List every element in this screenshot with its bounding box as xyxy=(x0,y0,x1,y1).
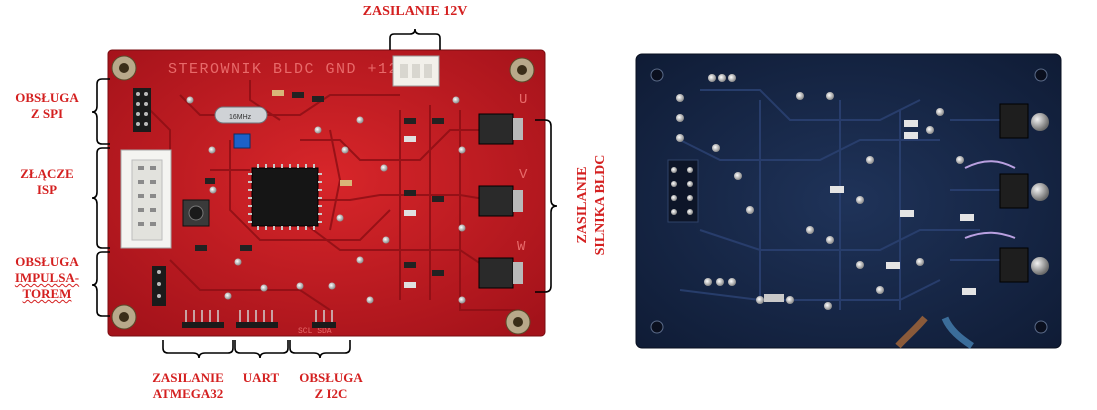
power-connector-12v xyxy=(392,55,440,87)
back-wires xyxy=(895,315,974,349)
silkscreen-title: STEROWNIK BLDC GND +12 xyxy=(168,61,399,78)
label-zasilanie-12v: ZASILANIE 12V xyxy=(362,4,468,19)
bottom-pin-headers xyxy=(182,310,336,328)
back-transistors xyxy=(964,103,1049,283)
impulse-header xyxy=(152,266,166,306)
back-solder-joints xyxy=(671,74,964,310)
front-vias xyxy=(186,96,466,304)
svg-text:16MHz: 16MHz xyxy=(229,114,252,121)
label-uart: UART xyxy=(242,370,280,385)
back-smd-components xyxy=(764,120,976,302)
label-obsluga-impulsatorem: OBSŁUGA IMPULSA- TOREM xyxy=(14,254,80,301)
blue-jumper xyxy=(233,133,251,149)
isp-connector xyxy=(120,149,172,249)
reset-button-component xyxy=(182,199,210,227)
label-zlacze-isp: ZŁĄCZE ISP xyxy=(20,166,74,197)
crystal-oscillator: 16MHz xyxy=(214,106,268,124)
power-transistors xyxy=(478,113,523,289)
silkscreen-w: W xyxy=(517,239,526,255)
mounting-holes xyxy=(111,55,535,335)
spi-header xyxy=(133,88,151,132)
label-obsluga-spi: OBSŁUGA Z SPI xyxy=(15,90,79,121)
smd-components xyxy=(195,90,444,288)
silkscreen-v: V xyxy=(519,167,528,183)
atmega32-chip xyxy=(248,164,322,230)
annotation-brackets xyxy=(91,28,558,359)
label-zasilanie-silnika-bldc: ZASILANIE SILNIKA BLDC xyxy=(575,154,608,256)
silkscreen-u: U xyxy=(519,92,527,108)
silkscreen-i2c: SCL SDA xyxy=(298,327,332,336)
label-zasilanie-atmega32: ZASILANIE ATMEGA32 xyxy=(152,370,224,401)
label-obsluga-i2c: OBSŁUGA Z I2C xyxy=(299,370,363,401)
back-pcb xyxy=(635,53,1062,349)
back-mounting-holes xyxy=(650,68,1048,334)
